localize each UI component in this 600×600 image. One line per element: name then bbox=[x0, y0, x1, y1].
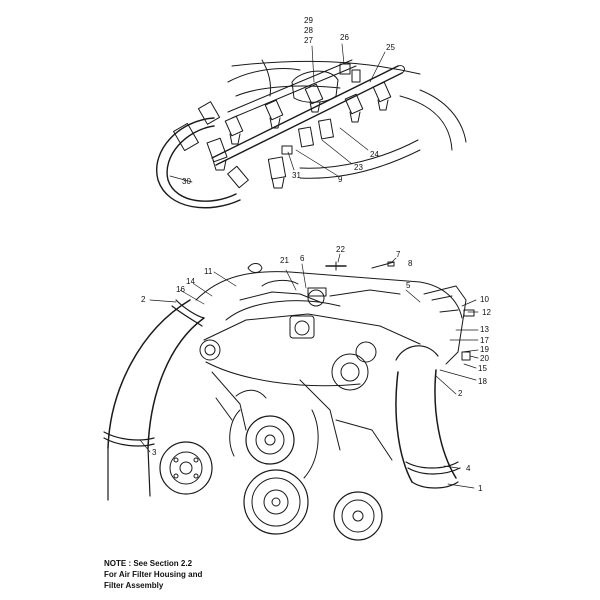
callout-7: 7 bbox=[396, 250, 401, 259]
callout-17: 17 bbox=[480, 336, 489, 345]
callout-21: 21 bbox=[280, 256, 289, 265]
callout-14: 14 bbox=[186, 277, 195, 286]
fuel-rail-view bbox=[156, 43, 467, 209]
callout-22: 22 bbox=[336, 245, 345, 254]
injector-row bbox=[206, 81, 392, 189]
hose-30 bbox=[156, 117, 241, 209]
right-hose bbox=[395, 371, 413, 483]
callout-12: 12 bbox=[482, 308, 491, 317]
section-note: NOTE : See Section 2.2 For Air Filter Ho… bbox=[104, 558, 202, 591]
engine-view bbox=[103, 253, 479, 541]
callout-3: 3 bbox=[152, 448, 157, 457]
callout-2-left: 2 bbox=[141, 295, 146, 304]
pulleys bbox=[159, 409, 383, 541]
callout-4: 4 bbox=[466, 464, 471, 473]
callout-19: 19 bbox=[480, 345, 489, 354]
callout-24: 24 bbox=[370, 150, 379, 159]
callout-1: 1 bbox=[478, 484, 483, 493]
callout-15: 15 bbox=[478, 364, 487, 373]
callout-5: 5 bbox=[406, 281, 411, 290]
note-line-1: NOTE : See Section 2.2 bbox=[104, 559, 193, 568]
callout-31: 31 bbox=[292, 171, 301, 180]
callout-26: 26 bbox=[340, 33, 349, 42]
callout-6: 6 bbox=[300, 254, 305, 263]
callout-20: 20 bbox=[480, 354, 489, 363]
fuel-rail bbox=[211, 65, 399, 159]
callout-10: 10 bbox=[480, 295, 489, 304]
callout-25: 25 bbox=[386, 43, 395, 52]
callout-9-top: 9 bbox=[338, 175, 343, 184]
note-line-3: Filter Assembly bbox=[104, 581, 164, 590]
callout-16: 16 bbox=[176, 285, 185, 294]
callout-28: 28 bbox=[304, 26, 313, 35]
callout-11: 11 bbox=[204, 267, 213, 276]
callout-29: 29 bbox=[304, 16, 313, 25]
callout-23: 23 bbox=[354, 163, 363, 172]
callout-18: 18 bbox=[478, 377, 487, 386]
left-hose bbox=[107, 299, 191, 449]
callout-27: 27 bbox=[304, 36, 313, 45]
callout-30: 30 bbox=[182, 177, 191, 186]
note-line-2: For Air Filter Housing and bbox=[104, 570, 203, 579]
callout-2-right: 2 bbox=[458, 389, 463, 398]
callout-8: 8 bbox=[408, 259, 413, 268]
callout-13: 13 bbox=[480, 325, 489, 334]
